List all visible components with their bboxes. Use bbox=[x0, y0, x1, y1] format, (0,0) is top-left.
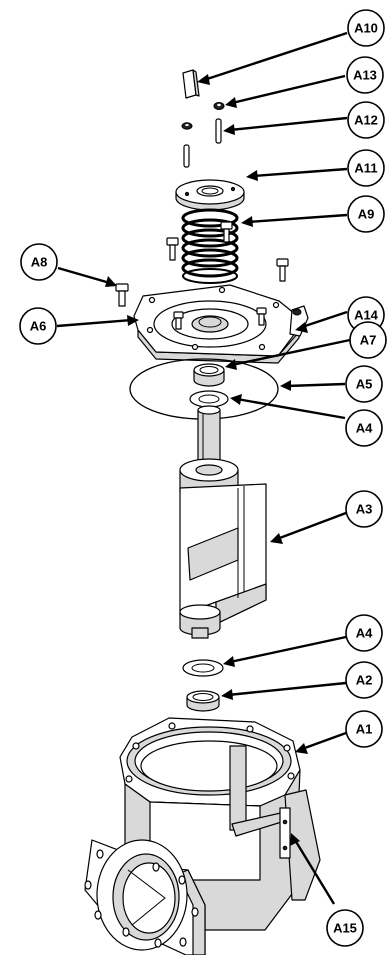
part-thrust-washer-upper bbox=[189, 390, 229, 408]
front-flange-bolt-holes bbox=[84, 849, 199, 948]
part-cover-plate bbox=[133, 284, 309, 364]
svg-text:A13: A13 bbox=[353, 68, 377, 83]
part-nut bbox=[213, 102, 225, 110]
svg-text:A3: A3 bbox=[356, 502, 373, 517]
callout-a7: A7 bbox=[349, 321, 387, 359]
svg-text:A12: A12 bbox=[354, 113, 378, 128]
part-bushing bbox=[193, 363, 225, 387]
callout-a6: A6 bbox=[19, 307, 57, 345]
part-pins bbox=[181, 118, 222, 168]
callout-a10: A10 bbox=[347, 9, 385, 47]
part-indicator-bracket bbox=[231, 807, 291, 859]
callout-a13: A13 bbox=[346, 56, 384, 94]
callout-a12: A12 bbox=[347, 101, 385, 139]
callout-a8: A8 bbox=[20, 243, 58, 281]
svg-text:A10: A10 bbox=[354, 21, 378, 36]
cover-stud-bolts bbox=[173, 307, 267, 330]
callout-a4-lower: A4 bbox=[345, 614, 383, 652]
part-bolts bbox=[115, 221, 289, 307]
callout-a2: A2 bbox=[345, 661, 383, 699]
leader-lines bbox=[56, 31, 351, 905]
svg-text:A5: A5 bbox=[356, 377, 373, 392]
callout-a9: A9 bbox=[347, 195, 385, 233]
part-valve-body bbox=[84, 717, 321, 955]
part-key bbox=[182, 69, 200, 99]
svg-text:A11: A11 bbox=[354, 161, 377, 176]
svg-text:A1: A1 bbox=[356, 722, 373, 737]
callout-a4-upper: A4 bbox=[345, 409, 383, 447]
part-thrust-washer-lower bbox=[182, 659, 224, 677]
svg-text:A6: A6 bbox=[30, 319, 47, 334]
top-flange-bolt-holes bbox=[125, 722, 295, 783]
part-spring bbox=[181, 208, 239, 284]
callout-a11: A11 bbox=[347, 149, 385, 187]
svg-text:A7: A7 bbox=[360, 333, 377, 348]
callout-a5: A5 bbox=[345, 365, 383, 403]
part-bushing-lower bbox=[186, 690, 220, 712]
svg-text:A14: A14 bbox=[354, 308, 379, 323]
callout-a1: A1 bbox=[345, 710, 383, 748]
callout-a3: A3 bbox=[345, 490, 383, 528]
cover-bolt-holes bbox=[146, 286, 280, 351]
callout-a15: A15 bbox=[326, 909, 364, 947]
part-flap-rotor bbox=[179, 405, 267, 639]
svg-text:A9: A9 bbox=[358, 207, 375, 222]
svg-text:A4: A4 bbox=[356, 626, 373, 641]
svg-text:A4: A4 bbox=[356, 421, 373, 436]
svg-text:A2: A2 bbox=[356, 673, 373, 688]
svg-text:A15: A15 bbox=[333, 921, 357, 936]
part-spring-retainer bbox=[175, 179, 245, 211]
svg-text:A8: A8 bbox=[31, 255, 48, 270]
